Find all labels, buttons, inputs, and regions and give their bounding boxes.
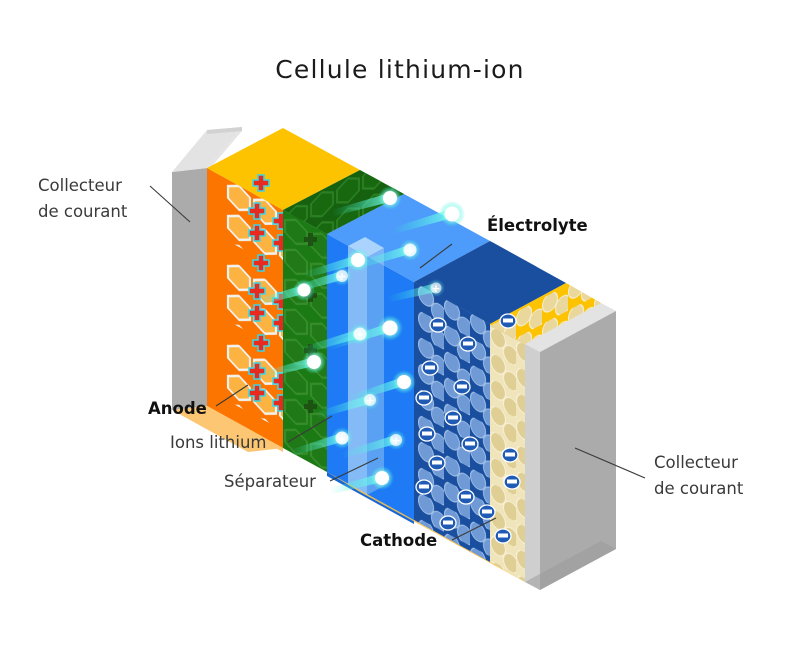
svg-text:+: + (399, 376, 408, 389)
lithium-ions-label: Ions lithium (170, 433, 266, 452)
leader-line-lithium-ions (287, 415, 333, 443)
leader-line-electrolyte (419, 243, 453, 269)
collector-left-line2: de courant (38, 202, 128, 221)
current-collector-right (525, 303, 616, 590)
separator-layer (348, 237, 384, 495)
svg-text:+: + (299, 284, 308, 297)
collector-right-line2: de courant (654, 479, 744, 498)
svg-text:+: + (385, 192, 394, 205)
svg-text:+: + (337, 270, 346, 283)
svg-text:+: + (431, 282, 440, 295)
collector-left-line1: Collecteur (38, 176, 122, 195)
electrolyte-label: Électrolyte (487, 216, 588, 235)
leader-line-collector-right (574, 447, 646, 479)
label-lithium-ions: Ions lithium (170, 415, 333, 452)
label-collector-right: Collecteur de courant (574, 447, 744, 498)
cathode-charge-markers (415, 313, 521, 544)
svg-text:+: + (385, 322, 394, 335)
svg-text:+: + (309, 356, 318, 369)
svg-text:+: + (337, 432, 346, 445)
page-title: Cellule lithium-ion (275, 55, 524, 84)
label-electrolyte: Électrolyte (419, 216, 588, 269)
label-cathode: Cathode (360, 517, 497, 550)
cathode-layer (327, 241, 601, 582)
svg-text:+: + (405, 244, 414, 257)
leader-line-collector-left (149, 185, 191, 223)
current-collector-left (172, 127, 242, 410)
leader-line-cathode (451, 517, 497, 541)
svg-text:+: + (353, 254, 362, 267)
svg-text:+: + (355, 328, 364, 341)
cathode-label: Cathode (360, 531, 437, 550)
label-collector-left: Collecteur de courant (38, 176, 191, 223)
lithium-ion-particles: + + + + (254, 186, 465, 494)
label-separator: Séparateur (224, 457, 379, 491)
leader-line-separator (329, 457, 379, 482)
svg-text:+: + (447, 208, 456, 221)
label-anode: Anode (148, 384, 249, 418)
anode-label: Anode (148, 399, 207, 418)
svg-text:+: + (377, 472, 386, 485)
collector-right-line1: Collecteur (654, 453, 738, 472)
separator-label: Séparateur (224, 472, 316, 491)
svg-text:+: + (391, 434, 400, 447)
svg-text:+: + (365, 394, 374, 407)
leader-line-anode (215, 384, 249, 407)
